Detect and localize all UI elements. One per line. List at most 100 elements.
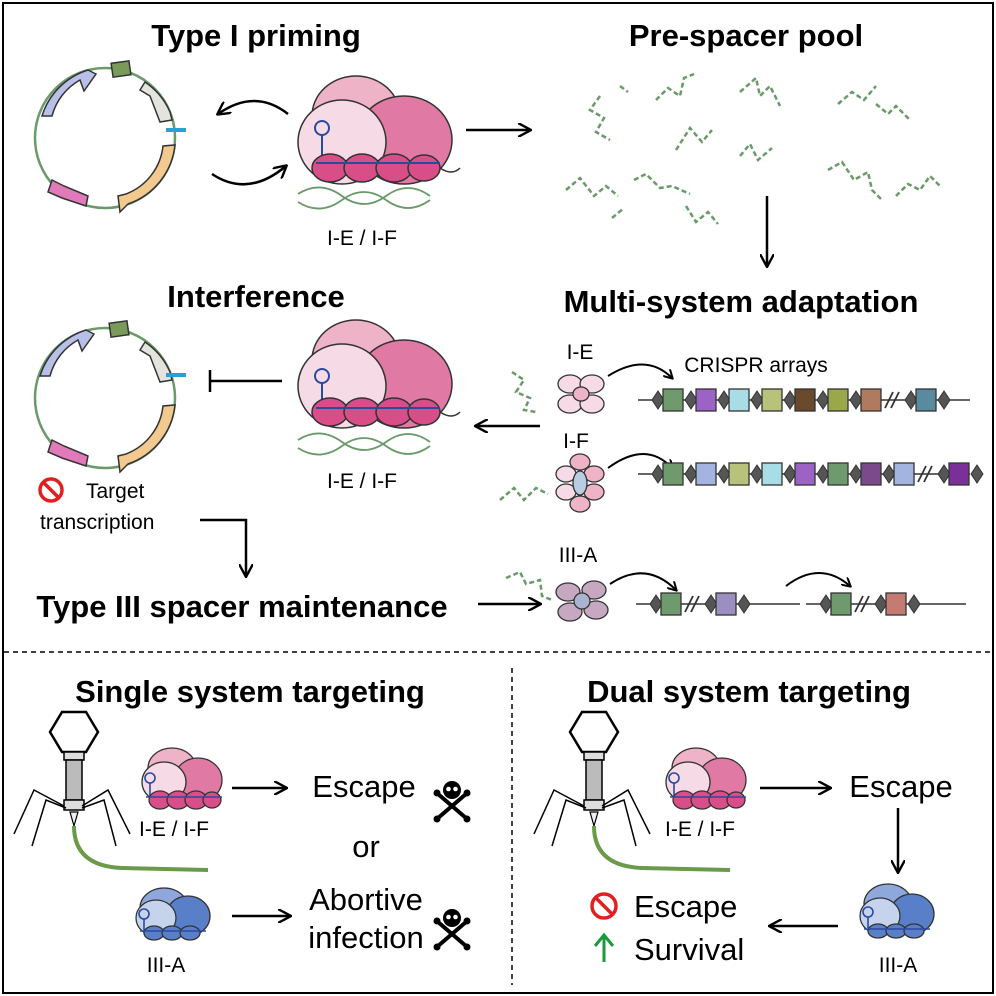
spacer-box [660,592,682,616]
repeat-diamond [882,464,896,484]
title-dual-system-targeting: Dual system targeting [587,674,911,709]
label-ie: I-E [567,341,594,364]
spacer-box [827,388,849,412]
repeat-diamond [907,594,921,614]
label-escape-single: Escape [312,769,415,804]
array-break [854,595,870,613]
spacer-box [761,388,783,412]
repeat-diamond [816,464,830,484]
repeat-diamond [849,464,863,484]
spacer-box [662,388,684,412]
stop-icon-escape [590,892,618,920]
spacer-box [827,462,849,486]
repeat-diamond [874,594,888,614]
spacer-box [794,388,816,412]
repeat-diamond [651,464,665,484]
array-break [884,391,900,409]
spacer-box [761,462,783,486]
arrow-iiia-to-array-a [609,572,676,590]
title-single-system-targeting: Single system targeting [75,674,425,709]
spacer-box [715,592,737,616]
skull-icon [433,909,471,951]
inhibition-symbol [208,370,282,392]
repeat-diamond [750,390,764,410]
label-crispr-arrays: CRISPR arrays [684,354,828,377]
arrow-to-type3 [200,518,246,576]
repeat-diamond [717,464,731,484]
cas-complex-if [499,453,605,513]
cascade-complex-interference [297,319,461,456]
title-interference: Interference [167,279,344,314]
repeat-diamond [970,464,984,484]
title-multi-system-adaptation: Multi-system adaptation [564,284,919,319]
up-arrow-icon [593,932,615,962]
label-or: or [352,829,380,864]
label-ie-if-top: I-E / I-F [327,227,397,250]
skull-icon [433,781,471,823]
label-escape-dual-outcome: Escape [634,889,737,924]
repeat-diamond [816,390,830,410]
iiia-complex-dual [859,883,935,939]
spacer-box [915,388,937,412]
label-if: I-F [563,430,589,453]
title-type3-maintenance: Type III spacer maintenance [36,589,447,624]
cas-complex-iiia [505,570,609,622]
repeat-diamond [649,594,663,614]
repeat-diamond [937,464,951,484]
cascade-complex-top [297,75,461,210]
label-survival: Survival [634,932,744,967]
label-iiia: III-A [559,544,598,567]
spacer-box [662,462,684,486]
label-ie-if-dual: I-E / I-F [665,818,735,841]
prespacer-fragments [565,72,941,225]
repeat-diamond [819,594,833,614]
label-target: Target [86,480,145,503]
spacer-box [860,388,882,412]
repeat-diamond [904,390,918,410]
arrow-iiia-to-array-b [785,572,850,586]
crispr-array-ie [638,388,970,412]
repeat-diamond [783,390,797,410]
repeat-diamond [937,390,951,410]
repeat-diamond [684,464,698,484]
title-type1-priming: Type I priming [151,18,361,53]
label-iiia-single: III-A [147,954,186,977]
spacer-box [830,592,852,616]
cascade-complex-single [141,747,223,810]
repeat-diamond [717,390,731,410]
repeat-diamond [849,390,863,410]
iiia-complex-single [135,887,211,941]
label-ie-if-single: I-E / I-F [139,818,209,841]
label-iiia-dual: III-A [879,954,918,977]
label-infection: infection [308,920,423,955]
array-break [917,465,933,483]
spacer-box [948,462,970,486]
spacer-box [728,462,750,486]
spacer-box [860,462,882,486]
repeat-diamond [783,464,797,484]
phage-left [13,710,209,872]
arrow-priming-return [218,99,289,114]
arrow-ie-to-array [607,363,672,378]
repeat-diamond [737,594,751,614]
label-escape-dual: Escape [849,769,952,804]
spacer-box [893,462,915,486]
label-ie-if-interference: I-E / I-F [327,470,397,493]
cascade-complex-dual [665,747,747,810]
spacer-box [794,462,816,486]
repeat-diamond [651,390,665,410]
spacer-box [695,462,717,486]
array-break [684,595,700,613]
crispr-array-if [638,462,984,486]
crispr-array-iiia-a [636,592,800,616]
repeat-diamond [750,464,764,484]
spacer-box [728,388,750,412]
spacer-box [695,388,717,412]
crispr-array-iiia-b [806,592,966,616]
repeat-diamond [704,594,718,614]
cas12-complex-ie [511,370,605,414]
plasmid-top [33,59,186,214]
label-transcription: transcription [40,511,154,534]
